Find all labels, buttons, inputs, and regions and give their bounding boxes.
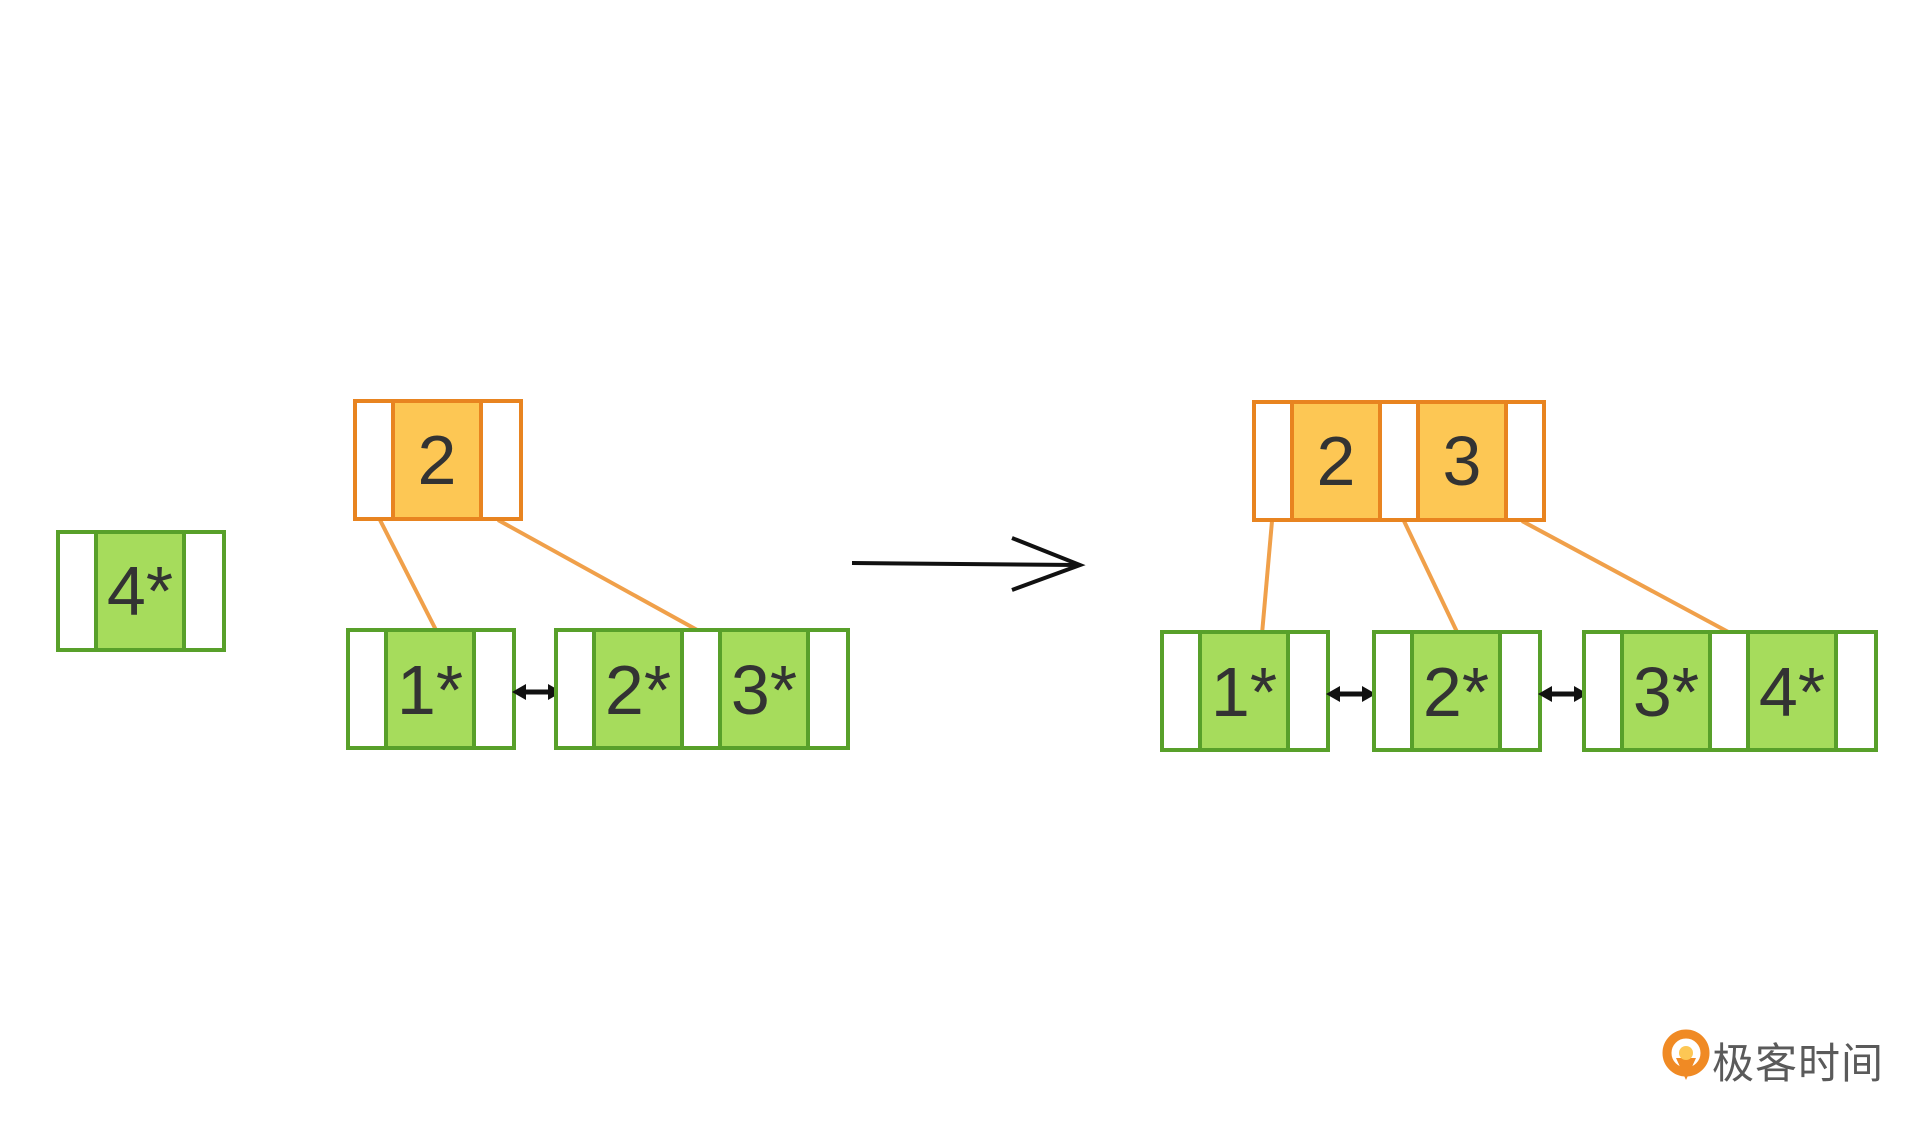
before-leaf-right: 2* 3* — [554, 628, 850, 750]
key-label: 2* — [1423, 653, 1489, 731]
after-root-node: 2 3 — [1252, 400, 1546, 522]
key-label: 2* — [605, 651, 671, 729]
key-label: 3* — [1633, 653, 1699, 731]
transform-arrow — [851, 536, 1086, 592]
key-label: 3 — [1443, 422, 1482, 500]
key-label: 1* — [1211, 653, 1277, 731]
edge-root-to-leaf-2 — [1402, 520, 1460, 635]
key-cell — [94, 530, 186, 652]
key-cell — [384, 628, 476, 750]
after-leaf-1: 1* — [1160, 630, 1330, 752]
before-leaf-left: 1* — [346, 628, 516, 750]
key-cell — [1198, 630, 1290, 752]
key-cell — [1416, 400, 1508, 522]
edge-root-to-leaf-right — [497, 518, 709, 638]
key-cell — [718, 628, 810, 750]
key-cell — [391, 399, 483, 521]
geektime-logo-icon — [1662, 1029, 1710, 1080]
watermark-logo-text: 极客时间 — [1712, 1039, 1885, 1088]
edge-root-to-leaf-1 — [1260, 520, 1274, 635]
after-leaf-3: 3* 4* — [1582, 630, 1878, 752]
leaf-sibling-link — [1538, 686, 1588, 702]
key-cell — [1746, 630, 1838, 752]
after-leaf-2: 2* — [1372, 630, 1542, 752]
new-leaf-key-4: 4* — [56, 530, 226, 652]
key-cell — [1290, 400, 1382, 522]
key-label: 3* — [731, 651, 797, 729]
key-label: 2 — [418, 421, 457, 499]
key-label: 4* — [1759, 653, 1825, 731]
key-label: 2 — [1317, 422, 1356, 500]
key-cell — [1410, 630, 1502, 752]
key-cell — [1620, 630, 1712, 752]
key-label: 4* — [107, 552, 173, 630]
edge-root-to-leaf-3 — [1521, 519, 1733, 636]
key-cell — [592, 628, 684, 750]
leaf-sibling-link — [1326, 686, 1376, 702]
key-label: 1* — [397, 651, 463, 729]
edge-root-to-leaf-left — [378, 519, 439, 633]
before-root-node: 2 — [353, 399, 523, 521]
